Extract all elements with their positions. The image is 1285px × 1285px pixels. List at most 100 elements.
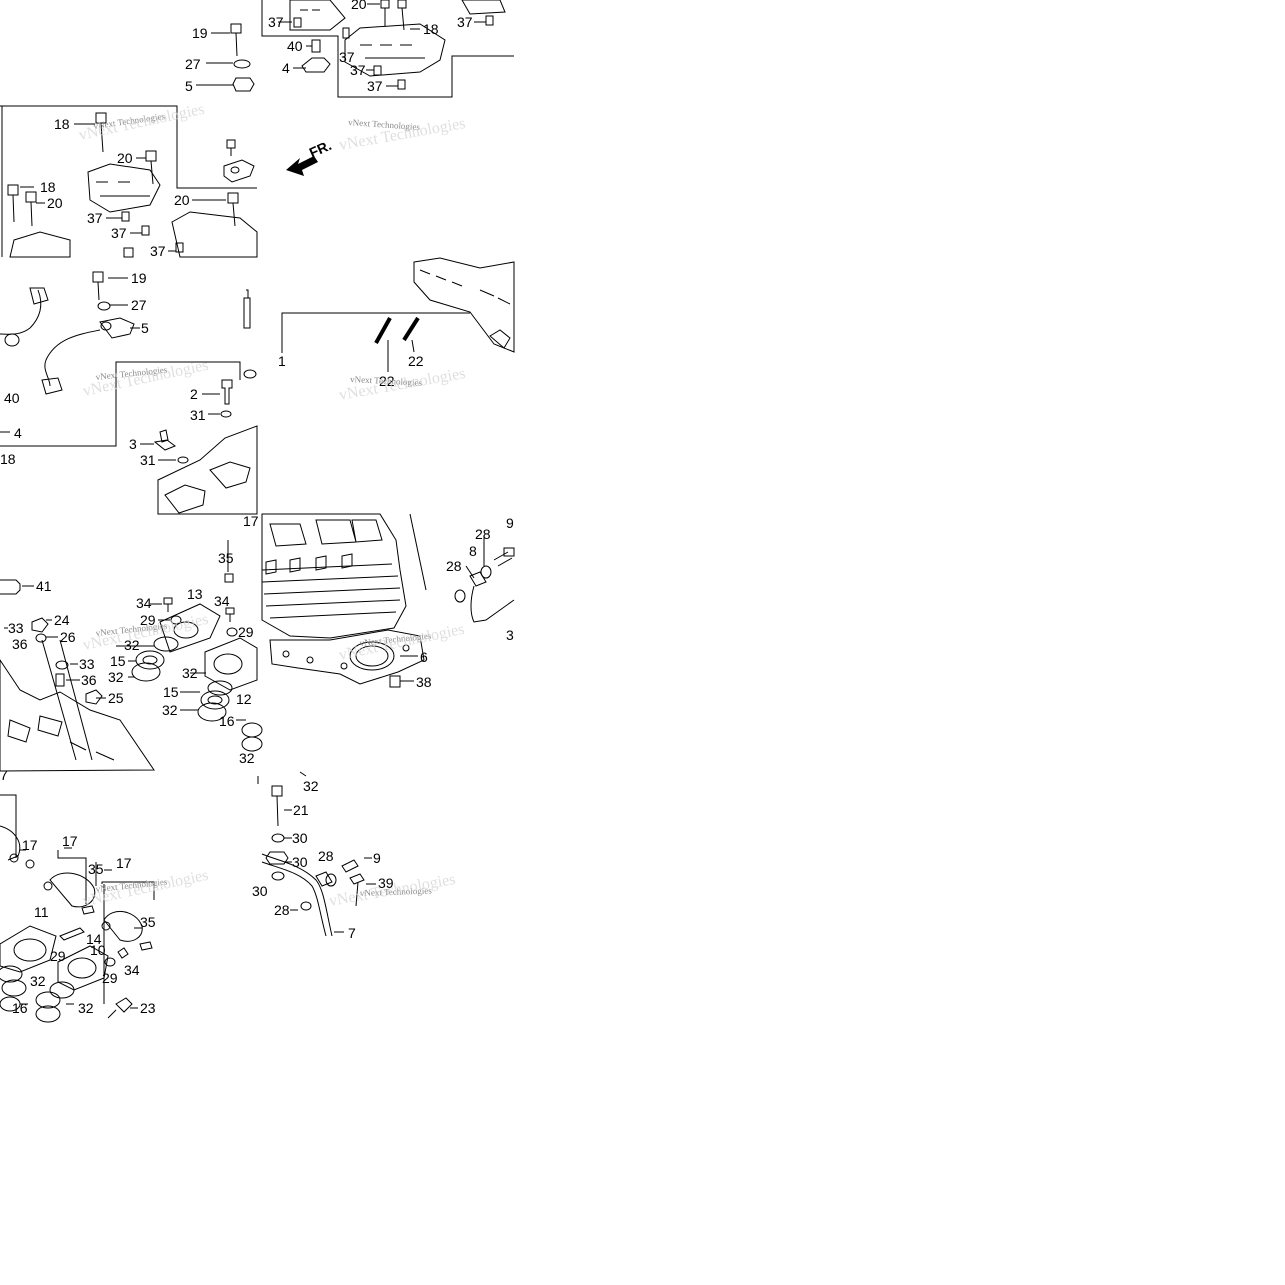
callout-40: 40 (4, 390, 20, 406)
callout-18: 18 (40, 179, 56, 195)
callout-17: 17 (243, 513, 259, 529)
callout-7: 7 (348, 925, 356, 941)
callout-32: 32 (108, 669, 124, 685)
callout-3: 3 (506, 627, 514, 643)
callout-16: 16 (219, 713, 235, 729)
callout-37: 37 (111, 225, 127, 241)
callout-9: 9 (506, 515, 514, 531)
callout-29: 29 (140, 612, 156, 628)
callout-8: 8 (469, 543, 477, 559)
tile-cylinder-head-gasket: 6 38 28 9 8 28 3 vNext Technologies vNex… (261, 513, 515, 690)
callout-33: 33 (8, 620, 24, 636)
callout-13: 13 (187, 586, 203, 602)
callout-41: 41 (36, 578, 52, 594)
tile-camshaft-holders-top: 37 40 4 37 20 18 37 37 37 (261, 0, 514, 98)
callout-16: 16 (12, 1000, 28, 1016)
callout-38: 38 (416, 674, 432, 690)
callout-37: 37 (350, 62, 366, 78)
callout-19: 19 (192, 25, 208, 41)
callout-31: 31 (190, 407, 206, 423)
callout-34: 34 (124, 962, 140, 978)
callout-29: 29 (238, 624, 254, 640)
callout-29: 29 (102, 970, 118, 986)
watermark: vNext Technologies (350, 374, 423, 388)
callout-5: 5 (141, 320, 149, 336)
callout-34: 34 (136, 595, 152, 611)
callout-5: 5 (185, 78, 193, 94)
callout-20: 20 (174, 192, 190, 208)
callout-1: 1 (278, 353, 286, 369)
callout-28: 28 (274, 902, 290, 918)
callout-10: 10 (90, 942, 106, 958)
callout-31: 31 (140, 452, 156, 468)
tile-spark-plug-and-insulators: 41 24 26 33 36 33 36 25 35 17 34 13 29 3… (0, 513, 263, 772)
tile-bolt-washer-top: 19 27 5 (185, 23, 255, 94)
front-marker: FR. (307, 137, 334, 161)
callout-28: 28 (475, 526, 491, 542)
callout-32: 32 (30, 973, 46, 989)
callout-17: 17 (62, 833, 78, 849)
callout-18: 18 (54, 116, 70, 132)
callout-36: 36 (81, 672, 97, 688)
callout-37: 37 (457, 14, 473, 30)
callout-20: 20 (117, 150, 133, 166)
tile-insulator-bands: 7 17 17 35 17 35 11 14 10 29 29 34 32 32… (0, 767, 210, 1023)
watermark-background: vNext Technologies (337, 621, 466, 664)
callout-35: 35 (88, 861, 104, 877)
callout-35: 35 (218, 550, 234, 566)
callout-32: 32 (124, 637, 140, 653)
callout-30: 30 (292, 854, 308, 870)
callout-28: 28 (318, 848, 334, 864)
callout-9: 9 (373, 850, 381, 866)
callout-33: 33 (79, 656, 95, 672)
callout-29: 29 (50, 948, 66, 964)
tile-breather-and-pipes: 19 27 5 40 4 18 2 31 3 31 vNext Technolo… (0, 270, 258, 515)
callout-18: 18 (0, 451, 16, 467)
callout-4: 4 (14, 425, 22, 441)
callout-28: 28 (446, 558, 462, 574)
callout-27: 27 (185, 56, 201, 72)
callout-32: 32 (162, 702, 178, 718)
callout-37: 37 (339, 49, 355, 65)
callout-27: 27 (131, 297, 147, 313)
callout-6: 6 (420, 649, 428, 665)
callout-37: 37 (150, 243, 166, 259)
callout-32: 32 (182, 665, 198, 681)
callout-17: 17 (22, 837, 38, 853)
callout-37: 37 (268, 14, 284, 30)
callout-3: 3 (129, 436, 137, 452)
callout-19: 19 (131, 270, 147, 286)
callout-24: 24 (54, 612, 70, 628)
callout-30: 30 (252, 883, 268, 899)
callout-30: 30 (292, 830, 308, 846)
callout-15: 15 (110, 653, 126, 669)
callout-15: 15 (163, 684, 179, 700)
callout-26: 26 (60, 629, 76, 645)
callout-4: 4 (282, 60, 290, 76)
callout-20: 20 (47, 195, 63, 211)
tile-camshaft-holders-left: FR. 18 20 18 20 20 37 37 37 vNext Techno… (0, 101, 467, 259)
callout-22: 22 (379, 373, 395, 389)
callout-35: 35 (140, 914, 156, 930)
tile-oil-pipe-assembly: 32 21 30 30 30 28 9 39 28 7 vNext Techno… (252, 771, 457, 941)
callout-14: 14 (86, 931, 102, 947)
callout-7: 7 (0, 767, 8, 783)
callout-20: 20 (351, 0, 367, 12)
callout-32: 32 (239, 750, 255, 766)
callout-37: 37 (367, 78, 383, 94)
callout-25: 25 (108, 690, 124, 706)
callout-39: 39 (378, 875, 394, 891)
callout-11: 11 (34, 904, 49, 920)
callout-22: 22 (408, 353, 424, 369)
callout-2: 2 (190, 386, 198, 402)
watermark: vNext Technologies (360, 885, 433, 898)
callout-32: 32 (78, 1000, 94, 1016)
tile-cylinder-head-studs: 1 22 22 vNext Technologies vNext Technol… (278, 257, 515, 404)
callout-37: 37 (87, 210, 103, 226)
callout-21: 21 (293, 802, 309, 818)
callout-18: 18 (423, 21, 439, 37)
callout-32: 32 (303, 778, 319, 794)
watermark-background: vNext Technologies (338, 365, 467, 404)
front-direction-arrow-icon: FR. (286, 137, 334, 176)
